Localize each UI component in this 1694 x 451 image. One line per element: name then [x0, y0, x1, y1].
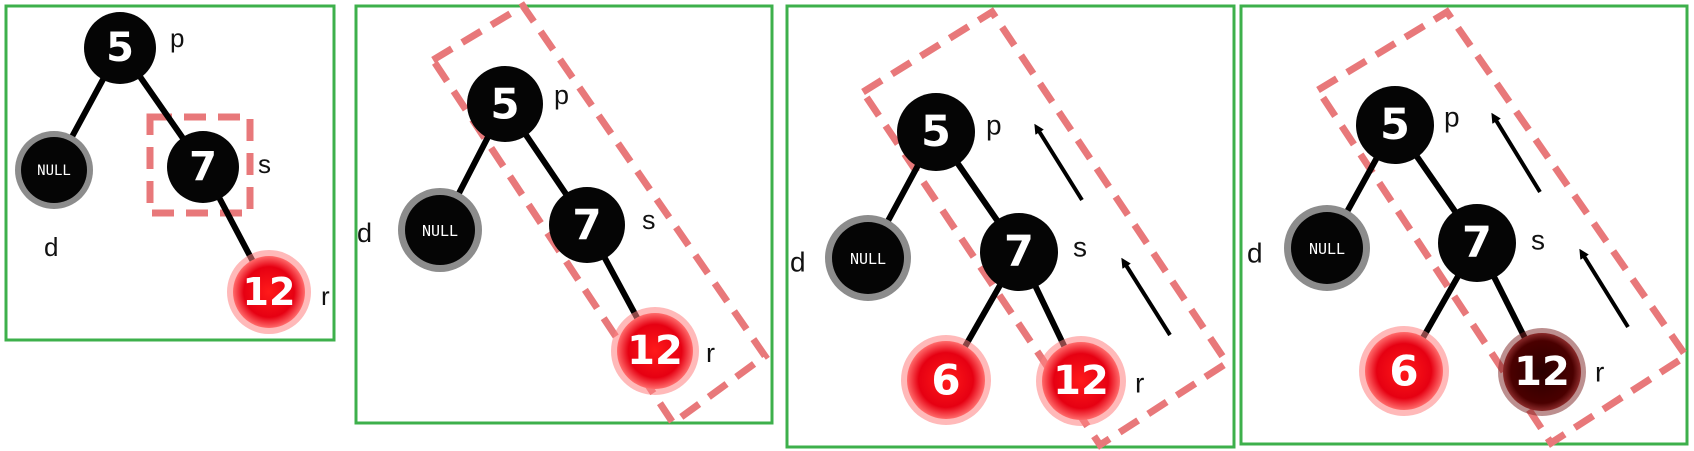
node-12-label: 12	[1514, 349, 1570, 395]
label-r: r	[706, 338, 715, 368]
label-d: d	[1247, 238, 1263, 269]
label-p: p	[986, 110, 1002, 141]
node-5-label: 5	[106, 25, 134, 71]
node-5-label: 5	[1380, 100, 1410, 150]
label-d: d	[44, 232, 58, 262]
null-label: NULL	[850, 250, 886, 268]
null-node: NULL	[825, 215, 911, 301]
label-d: d	[790, 247, 806, 278]
label-p: p	[1444, 102, 1460, 133]
panel-4: 5 p NULL d 7 s 6 12 r	[1239, 4, 1691, 448]
node-6-label: 6	[1389, 347, 1418, 396]
null-node: NULL	[15, 131, 93, 209]
null-label: NULL	[1309, 240, 1345, 258]
node-5: 5	[467, 66, 543, 142]
node-6: 6	[1359, 326, 1449, 416]
node-7: 7	[167, 131, 239, 203]
node-5-label: 5	[921, 107, 951, 157]
dashed-highlight-box	[146, 113, 254, 217]
arrow-up-2	[1579, 248, 1630, 329]
null-label: NULL	[37, 163, 71, 179]
node-12: 12	[227, 250, 311, 334]
label-p: p	[554, 80, 569, 110]
node-5-label: 5	[490, 80, 519, 129]
label-s: s	[1073, 232, 1087, 263]
node-7: 7	[980, 213, 1058, 291]
node-5: 5	[1356, 86, 1434, 164]
label-d: d	[357, 218, 372, 248]
null-label: NULL	[422, 222, 458, 240]
label-r: r	[1135, 368, 1144, 399]
label-r: r	[321, 281, 330, 311]
label-r: r	[1595, 357, 1604, 388]
dashed-highlight-box	[428, 1, 770, 428]
node-12-label: 12	[627, 328, 683, 374]
label-s: s	[258, 149, 271, 179]
node-7-label: 7	[1462, 218, 1492, 268]
node-12-label: 12	[1053, 358, 1109, 404]
panel-3: 5 p NULL d 7 s 6 12 r	[785, 4, 1236, 450]
node-7: 7	[549, 187, 625, 263]
arrow-up-1	[1034, 123, 1084, 202]
null-node: NULL	[398, 188, 482, 272]
node-12: 12	[611, 307, 699, 395]
node-6-label: 6	[931, 356, 960, 405]
panel-2: 5 p NULL d 7 s 12 r	[354, 1, 774, 428]
node-5: 5	[84, 12, 156, 84]
label-s: s	[642, 205, 656, 235]
label-p: p	[170, 23, 184, 53]
label-s: s	[1531, 225, 1545, 256]
node-7: 7	[1438, 204, 1516, 282]
null-node: NULL	[1284, 205, 1370, 291]
node-5: 5	[897, 93, 975, 171]
panel-1: 5 p NULL d 7 s 12 r	[4, 4, 336, 342]
dashed-highlight-box	[858, 7, 1232, 450]
arrow-up-2	[1121, 257, 1172, 337]
arrow-up-1	[1491, 112, 1542, 194]
node-12: 12	[1036, 336, 1126, 426]
dashed-highlight-box	[1313, 7, 1691, 448]
node-7-label: 7	[1004, 227, 1034, 277]
node-12: 12	[1498, 328, 1586, 416]
node-7-label: 7	[572, 201, 601, 250]
node-7-label: 7	[189, 144, 217, 190]
node-12-label: 12	[243, 270, 296, 314]
node-6: 6	[901, 335, 991, 425]
